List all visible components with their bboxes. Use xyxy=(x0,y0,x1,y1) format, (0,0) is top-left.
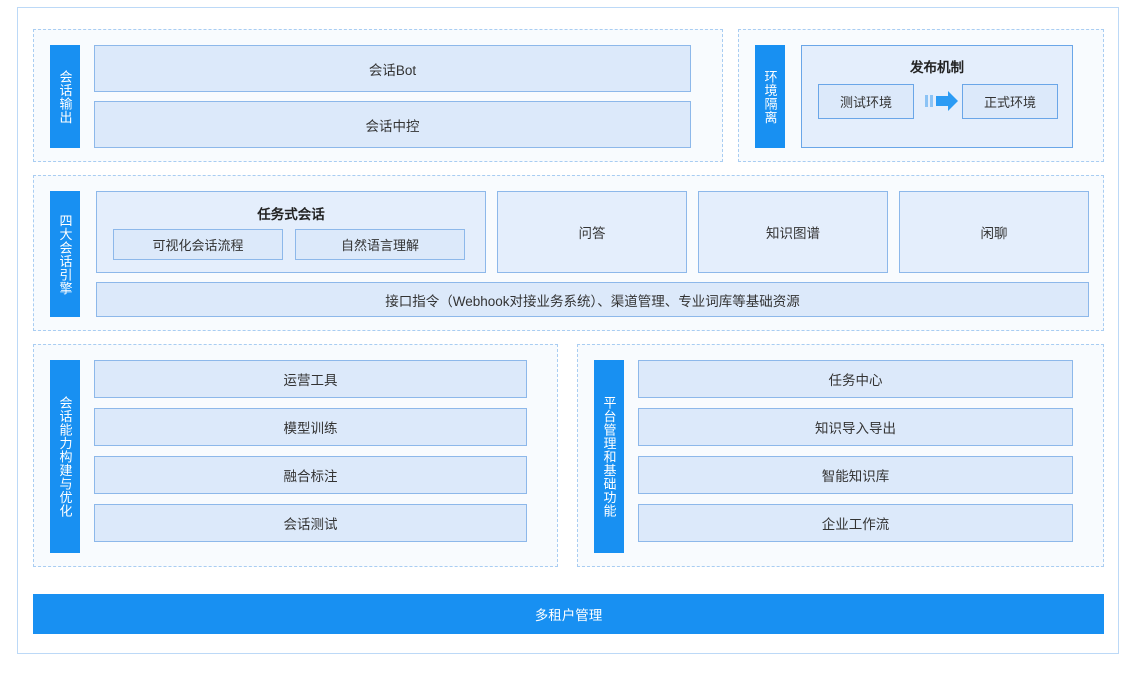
group-capability-build: 会话能力构建与优化 运营工具 模型训练 融合标注 会话测试 xyxy=(33,344,558,567)
engine-knowledge-graph[interactable]: 知识图谱 xyxy=(698,191,888,273)
card-smart-knowledge-base[interactable]: 智能知识库 xyxy=(638,456,1073,494)
group-label-environment-isolation: 环境隔离 xyxy=(755,45,785,148)
card-enterprise-workflow[interactable]: 企业工作流 xyxy=(638,504,1073,542)
engine-qa[interactable]: 问答 xyxy=(497,191,687,273)
release-mechanism-title: 发布机制 xyxy=(910,60,964,75)
group-conversation-output: 会话输出 会话Bot 会话中控 xyxy=(33,29,723,162)
arrow-right-icon xyxy=(920,88,970,114)
group-label-platform-management: 平台管理和基础功能 xyxy=(594,360,624,553)
engine-task-dialog-title: 任务式会话 xyxy=(257,207,325,222)
card-knowledge-import-export[interactable]: 知识导入导出 xyxy=(638,408,1073,446)
panel-release-mechanism: 发布机制 测试环境 正式环境 xyxy=(801,45,1073,148)
group-label-capability-build: 会话能力构建与优化 xyxy=(50,360,80,553)
card-conversation-bot[interactable]: 会话Bot xyxy=(94,45,691,92)
strip-base-resources[interactable]: 接口指令（Webhook对接业务系统）、渠道管理、专业词库等基础资源 xyxy=(96,282,1089,317)
env-box-test[interactable]: 测试环境 xyxy=(818,84,914,119)
subcard-visual-dialog-flow[interactable]: 可视化会话流程 xyxy=(113,229,283,260)
card-fusion-annotation[interactable]: 融合标注 xyxy=(94,456,527,494)
card-operation-tools[interactable]: 运营工具 xyxy=(94,360,527,398)
group-environment-isolation: 环境隔离 发布机制 测试环境 正式环境 xyxy=(738,29,1104,162)
engine-task-dialog[interactable]: 任务式会话 可视化会话流程 自然语言理解 xyxy=(96,191,486,273)
env-box-production[interactable]: 正式环境 xyxy=(962,84,1058,119)
card-conversation-control[interactable]: 会话中控 xyxy=(94,101,691,148)
group-platform-management: 平台管理和基础功能 任务中心 知识导入导出 智能知识库 企业工作流 xyxy=(577,344,1104,567)
footer-multi-tenant-management[interactable]: 多租户管理 xyxy=(33,594,1104,634)
group-label-conversation-output: 会话输出 xyxy=(50,45,80,148)
architecture-diagram-frame: 会话输出 会话Bot 会话中控 环境隔离 发布机制 测试环境 正式环境 四大会话… xyxy=(17,7,1119,654)
subcard-natural-language-understanding[interactable]: 自然语言理解 xyxy=(295,229,465,260)
group-four-engines: 四大会话引擎 任务式会话 可视化会话流程 自然语言理解 问答 知识图谱 闲聊 接… xyxy=(33,175,1104,331)
card-dialog-test[interactable]: 会话测试 xyxy=(94,504,527,542)
group-label-four-engines: 四大会话引擎 xyxy=(50,191,80,317)
card-task-center[interactable]: 任务中心 xyxy=(638,360,1073,398)
engine-chitchat[interactable]: 闲聊 xyxy=(899,191,1089,273)
card-model-training[interactable]: 模型训练 xyxy=(94,408,527,446)
